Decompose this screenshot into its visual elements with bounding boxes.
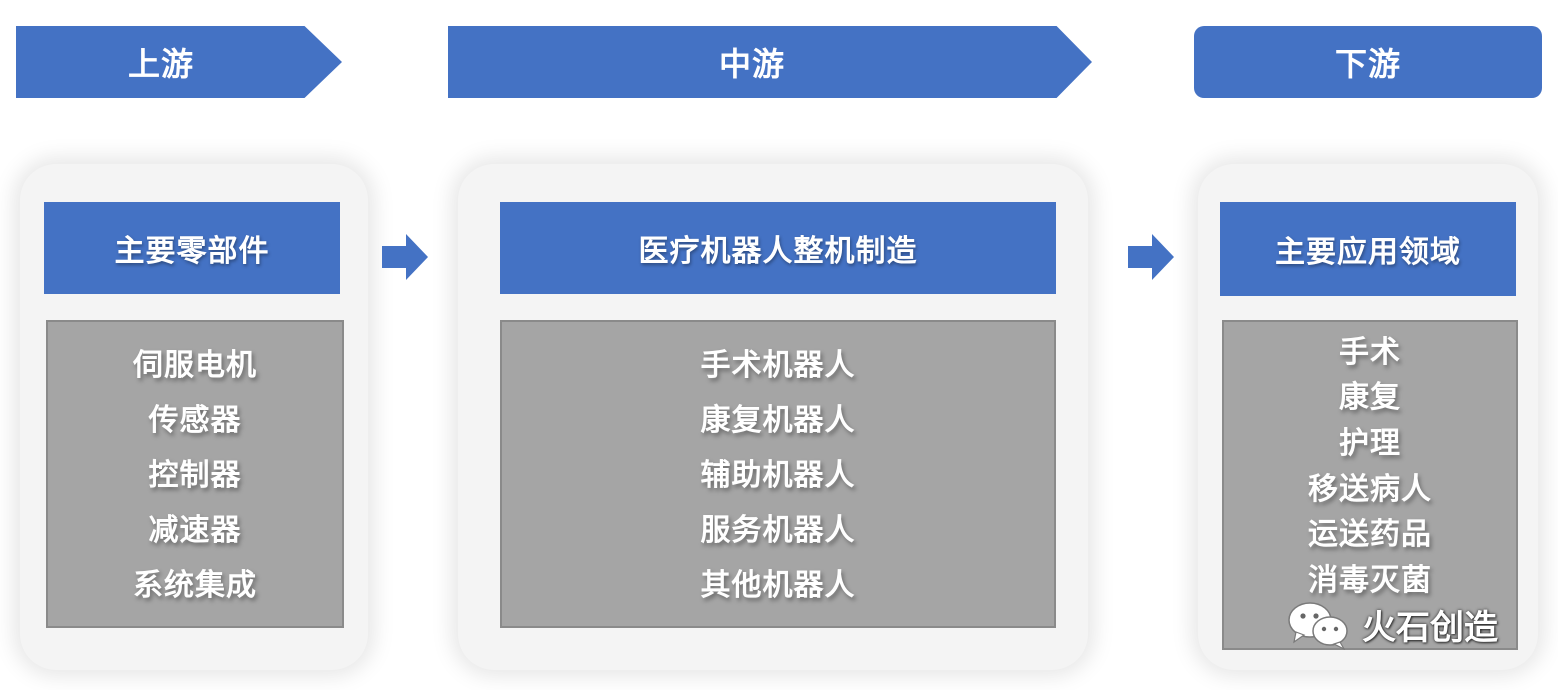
midstream-header: 医疗机器人整机制造 [500,202,1056,294]
stage-banner-label: 上游 [127,45,194,83]
stage-banner-downstream: 下游 [1194,26,1542,98]
list-item: 辅助机器人 [700,457,856,493]
stage-banner-label: 中游 [718,45,785,83]
list-item: 控制器 [148,457,242,493]
stage-banner-label: 下游 [1334,45,1401,83]
stage-banner-midstream: 中游 [448,26,1092,98]
list-item: 服务机器人 [700,513,856,549]
list-item: 其他机器人 [700,568,856,604]
upstream-header: 主要零部件 [44,202,340,294]
list-item: 传感器 [148,402,242,438]
flow-arrow-icon [382,234,428,280]
downstream-item-list: 手术 康复 护理 移送病人 运送药品 消毒灭菌 [1222,320,1518,650]
list-item: 康复机器人 [700,402,856,438]
watermark-text: 火石创造 [1362,607,1498,648]
list-item: 手术 [1339,334,1401,370]
list-item: 手术机器人 [700,347,856,383]
stage-banner-upstream: 上游 [16,26,342,98]
list-item: 伺服电机 [133,347,257,383]
downstream-header: 主要应用领域 [1220,202,1516,296]
midstream-item-list: 手术机器人 康复机器人 辅助机器人 服务机器人 其他机器人 [500,320,1056,628]
upstream-item-list: 伺服电机 传感器 控制器 减速器 系统集成 [46,320,344,628]
flow-arrow-icon [1128,234,1174,280]
wechat-icon [1288,602,1348,650]
list-item: 运送药品 [1308,517,1432,553]
list-item: 消毒灭菌 [1308,563,1432,599]
list-item: 减速器 [148,513,242,549]
watermark: 火石创造 [1286,598,1498,650]
list-item: 移送病人 [1308,471,1432,507]
list-item: 系统集成 [133,568,257,604]
list-item: 护理 [1339,426,1401,462]
list-item: 康复 [1339,380,1401,416]
